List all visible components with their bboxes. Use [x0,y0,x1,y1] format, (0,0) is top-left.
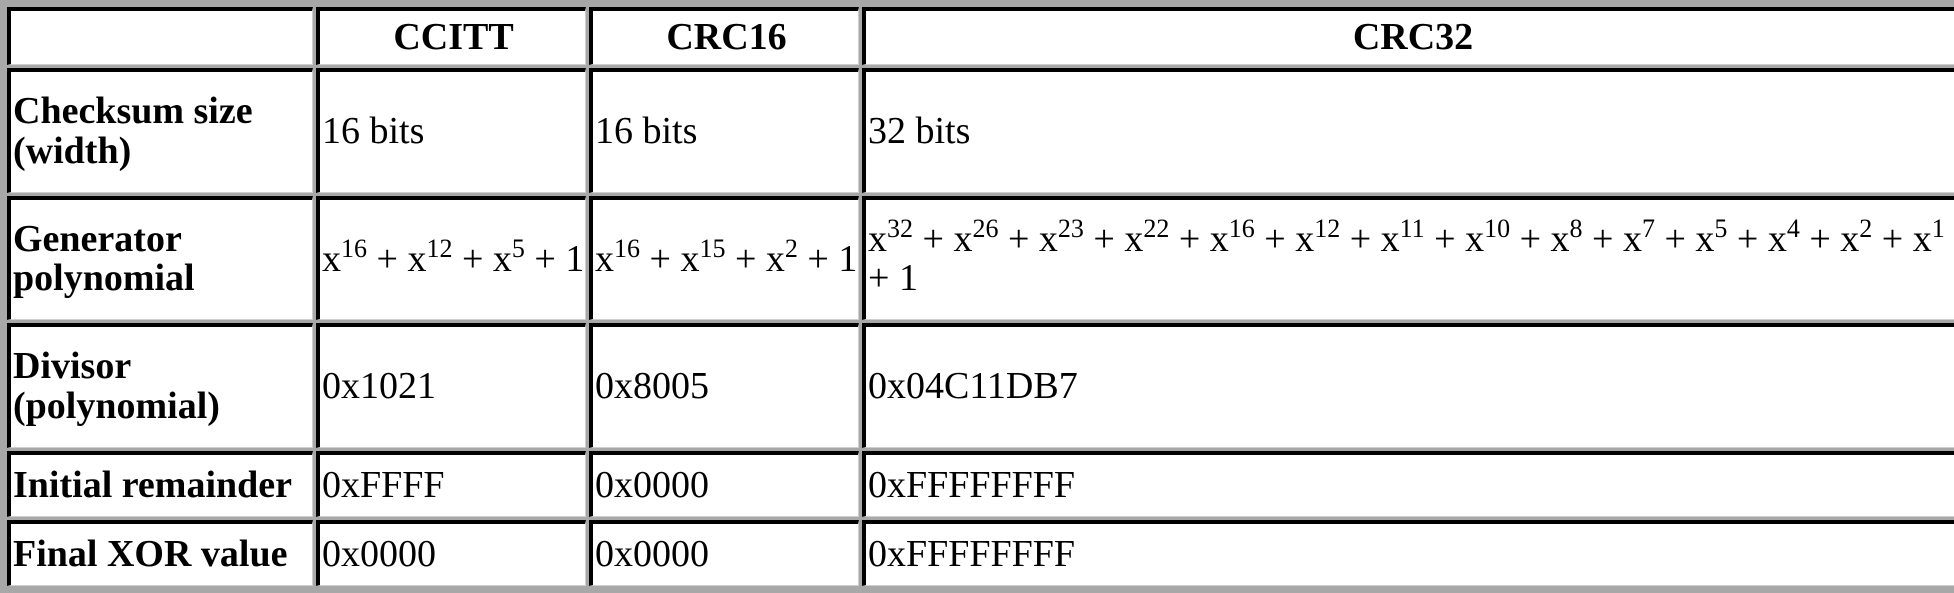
term-exponent: 12 [426,233,453,263]
row-label: Final XOR value [7,519,313,586]
header-ccitt: CCITT [316,7,586,65]
polynomial-term: x32 [868,215,913,260]
term-base: x [1767,217,1787,260]
cell-crc16-polynomial: x16 + x15 + x2 + 1 [589,195,859,321]
cell-crc32: 0xFFFFFFFF [862,519,1954,586]
cell-crc16: 16 bits [589,68,859,193]
polynomial-term: x22 [1124,215,1169,260]
polynomial-term: x8 [1550,215,1583,260]
polynomial-term: x16 [1209,215,1255,260]
row-label: Generator polynomial [7,195,313,321]
polynomial-term: x16 [322,235,367,280]
term-base: x [322,237,341,280]
term-base: x [492,237,512,280]
row-label: Checksum size (width) [7,68,313,193]
term-exponent: 22 [1143,213,1170,243]
cell-crc16: 0x0000 [589,450,859,517]
row-divisor: Divisor (polynomial) 0x1021 0x8005 0x04C… [7,323,1954,448]
polynomial-term: x7 [1622,215,1655,260]
polynomial-term: 1 [838,238,857,280]
row-label: Initial remainder [7,450,313,517]
polynomial-term: x4 [1767,215,1800,260]
term-exponent: 2 [784,233,798,263]
row-label: Divisor (polynomial) [7,323,313,448]
cell-ccitt: 16 bits [316,68,586,193]
term-exponent: 16 [1228,213,1255,243]
cell-crc32: 0xFFFFFFFF [862,450,1954,517]
term-base: x [407,237,427,280]
term-base: x [1840,217,1860,260]
cell-ccitt-polynomial: x16 + x12 + x5 + 1 [316,195,586,321]
term-exponent: 2 [1859,213,1873,243]
row-initial-remainder: Initial remainder 0xFFFF 0x0000 0xFFFFFF… [7,450,1954,517]
polynomial-term: x26 [953,215,998,260]
polynomial-term: x23 [1038,215,1084,260]
term-exponent: 26 [972,213,999,243]
polynomial-term: x12 [407,235,452,280]
polynomial-term: x1 [1912,215,1945,260]
term-exponent: 15 [699,233,726,263]
term-exponent: 4 [1786,213,1800,243]
term-exponent: 11 [1399,213,1425,243]
row-generator-polynomial: Generator polynomial x16 + x12 + x5 + 1 … [7,195,1954,321]
polynomial-term: 1 [565,238,584,280]
header-crc32: CRC32 [862,7,1954,65]
term-base: 1 [838,237,858,280]
term-base: x [680,237,700,280]
term-exponent: 10 [1484,213,1511,243]
term-exponent: 5 [1714,213,1728,243]
term-base: x [1550,217,1570,260]
cell-crc16: 0x8005 [589,323,859,448]
polynomial-term: x10 [1465,215,1510,260]
polynomial-term: x16 [595,235,640,280]
row-final-xor: Final XOR value 0x0000 0x0000 0xFFFFFFFF [7,519,1954,586]
row-checksum-size: Checksum size (width) 16 bits 16 bits 32… [7,68,1954,193]
term-exponent: 12 [1314,213,1341,243]
header-crc16: CRC16 [589,7,859,65]
term-base: x [595,237,614,280]
term-base: x [1380,217,1400,260]
cell-crc16: 0x0000 [589,519,859,586]
polynomial-term: x5 [1695,215,1727,260]
header-row: CCITT CRC16 CRC32 [7,7,1954,65]
term-exponent: 8 [1569,213,1583,243]
term-base: x [765,237,785,280]
polynomial-term: x12 [1295,215,1340,260]
term-exponent: 5 [511,233,525,263]
term-exponent: 23 [1057,213,1084,243]
header-empty [7,7,313,65]
term-exponent: 16 [341,233,367,263]
cell-crc32: 0x04C11DB7 [862,323,1954,448]
term-base: x [1295,217,1315,260]
term-base: x [1209,217,1229,260]
term-exponent: 16 [614,233,640,263]
polynomial-term: x11 [1380,215,1425,260]
term-base: x [953,217,973,260]
cell-ccitt: 0x0000 [316,519,586,586]
polynomial-term: x15 [680,235,725,280]
polynomial-term: x5 [492,235,525,280]
term-base: x [1038,217,1058,260]
term-base: x [1912,217,1932,260]
term-exponent: 1 [1931,213,1945,243]
term-base: 1 [565,237,585,280]
term-base: x [1695,217,1715,260]
term-exponent: 32 [887,213,913,243]
polynomial-term: x2 [1840,215,1872,260]
term-exponent: 7 [1641,213,1655,243]
cell-ccitt: 0xFFFF [316,450,586,517]
term-base: 1 [898,257,918,300]
cell-ccitt: 0x1021 [316,323,586,448]
cell-crc32: 32 bits [862,68,1954,193]
term-base: x [868,217,887,260]
term-base: x [1465,217,1485,260]
polynomial-term: 1 [899,257,918,299]
term-base: x [1124,217,1144,260]
polynomial-term: x2 [765,235,798,280]
term-base: x [1622,217,1642,260]
cell-crc32-polynomial: x32 + x26 + x23 + x22 + x16 + x12 + x11 … [862,195,1954,321]
